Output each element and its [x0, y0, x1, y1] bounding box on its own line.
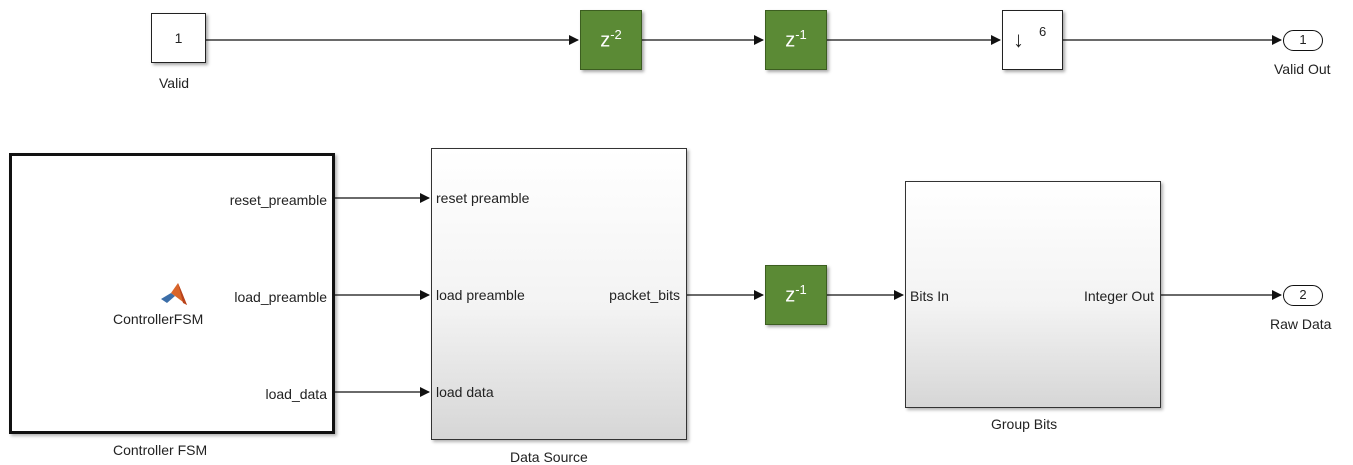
data-source-input-reset-preamble: reset preamble	[436, 190, 530, 206]
group-bits-block[interactable]: Bits In Integer Out	[905, 181, 1161, 408]
valid-inport-number: 1	[174, 30, 183, 46]
delay-z1-top-base: z	[785, 29, 796, 52]
valid-inport-label: Valid	[159, 75, 190, 91]
data-source-output-packet-bits: packet_bits	[609, 287, 680, 303]
raw-data-out-port[interactable]: 2	[1283, 285, 1323, 306]
downsample-block[interactable]: ↓ 6	[1002, 10, 1063, 70]
data-source-block[interactable]: reset preamble load preamble load data p…	[431, 148, 687, 440]
valid-inport-block[interactable]: 1	[151, 13, 206, 63]
delay-z1-bottom-base: z	[785, 284, 796, 307]
delay-z2-base: z	[600, 29, 611, 52]
downsample-factor: 6	[1039, 24, 1047, 39]
delay-z1-bottom-exp: -1	[795, 282, 807, 297]
controller-fsm-label: Controller FSM	[113, 442, 208, 458]
delay-z2-exp: -2	[610, 27, 622, 42]
valid-out-number: 1	[1299, 32, 1307, 47]
valid-out-label: Valid Out	[1274, 61, 1331, 77]
group-bits-label: Group Bits	[991, 416, 1058, 432]
controller-output-load-preamble: load_preamble	[234, 289, 327, 305]
group-bits-output-integer-out: Integer Out	[1083, 288, 1154, 304]
valid-out-port[interactable]: 1	[1283, 30, 1323, 51]
controller-fsm-block[interactable]: reset_preamble load_preamble load_data C…	[9, 153, 335, 434]
raw-data-out-label: Raw Data	[1270, 316, 1332, 332]
data-source-label: Data Source	[510, 449, 588, 465]
data-source-input-load-preamble: load preamble	[436, 287, 525, 303]
delay-z1-top-exp: -1	[795, 27, 807, 42]
matlab-logo-icon	[161, 283, 187, 305]
controller-output-load-data: load_data	[265, 386, 327, 402]
down-arrow-icon: ↓	[1013, 27, 1024, 52]
delay-block-z1-top[interactable]: z-1	[765, 10, 827, 70]
data-source-input-load-data: load data	[436, 384, 494, 400]
group-bits-input-bits-in: Bits In	[910, 288, 949, 304]
controller-inner-name: ControllerFSM	[113, 311, 204, 327]
controller-output-reset-preamble: reset_preamble	[229, 192, 327, 208]
delay-block-z1-bottom[interactable]: z-1	[765, 265, 827, 325]
raw-data-out-number: 2	[1299, 287, 1307, 302]
delay-block-z2[interactable]: z-2	[580, 10, 642, 70]
